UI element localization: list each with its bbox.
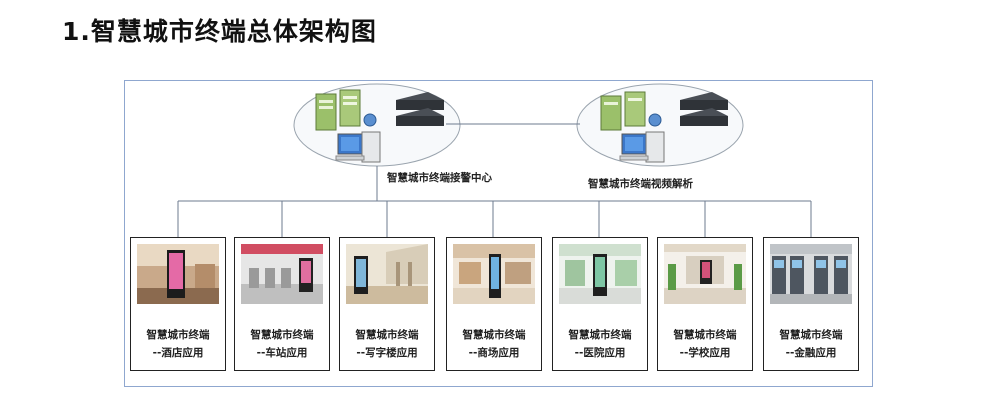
app-subtitle: --商场应用 <box>468 347 520 359</box>
app-subtitle: --酒店应用 <box>152 347 204 359</box>
alarm-center-label: 智慧城市终端接警中心 <box>387 172 492 184</box>
office-scene-image <box>346 244 428 304</box>
app-title: 智慧城市终端 <box>250 329 314 341</box>
app-card-school: 智慧城市终端 --学校应用 <box>657 237 753 371</box>
app-title: 智慧城市终端 <box>673 329 737 341</box>
video-analysis-label: 智慧城市终端视频解析 <box>588 178 693 190</box>
server-tower-icon <box>315 89 361 131</box>
page-title: 1.智慧城市终端总体架构图 <box>62 17 377 46</box>
school-scene-image <box>664 244 746 304</box>
app-card-station: 智慧城市终端 --车站应用 <box>234 237 330 371</box>
bank-scene-image <box>770 244 852 304</box>
app-subtitle: --医院应用 <box>574 347 626 359</box>
hotel-scene-image <box>137 244 219 304</box>
rack-server-icon <box>680 92 728 126</box>
app-title: 智慧城市终端 <box>355 329 419 341</box>
server-tower-icon <box>600 91 646 131</box>
app-subtitle: --学校应用 <box>679 347 731 359</box>
app-title: 智慧城市终端 <box>568 329 632 341</box>
app-card-office: 智慧城市终端 --写字楼应用 <box>339 237 435 371</box>
app-card-hospital: 智慧城市终端 --医院应用 <box>552 237 648 371</box>
app-subtitle: --写字楼应用 <box>356 347 418 359</box>
network-globe-icon <box>648 113 662 127</box>
app-title: 智慧城市终端 <box>779 329 843 341</box>
app-title: 智慧城市终端 <box>462 329 526 341</box>
rack-server-icon <box>396 92 444 126</box>
hospital-scene-image <box>559 244 641 304</box>
computer-workstation-icon <box>335 131 381 163</box>
computer-workstation-icon <box>619 131 665 163</box>
app-title: 智慧城市终端 <box>146 329 210 341</box>
app-card-mall: 智慧城市终端 --商场应用 <box>446 237 542 371</box>
station-scene-image <box>241 244 323 304</box>
network-globe-icon <box>363 113 377 127</box>
app-subtitle: --金融应用 <box>785 347 837 359</box>
app-card-bank: 智慧城市终端 --金融应用 <box>763 237 859 371</box>
mall-scene-image <box>453 244 535 304</box>
app-subtitle: --车站应用 <box>256 347 308 359</box>
app-card-hotel: 智慧城市终端 --酒店应用 <box>130 237 226 371</box>
